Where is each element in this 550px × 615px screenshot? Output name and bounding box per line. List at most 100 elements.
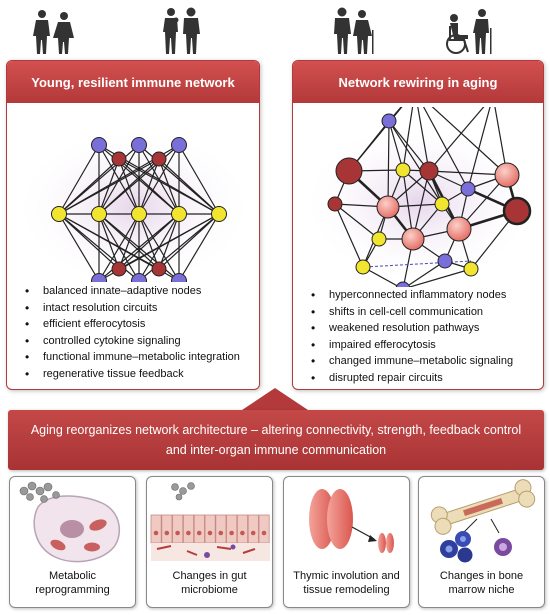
metabolic-card: Metabolic reprogramming [9, 476, 136, 608]
network-edge [388, 120, 404, 171]
network-node [131, 273, 147, 282]
epithelial-cell [258, 514, 270, 544]
network-edge [58, 213, 160, 270]
network-edge [178, 144, 220, 215]
network-edge [362, 266, 401, 287]
list-item: weakened resolution pathways [311, 320, 513, 337]
thymus-icon [309, 489, 394, 553]
list-item: regenerative tissue feedback [25, 366, 240, 383]
epithelial-cell [161, 514, 173, 544]
card-label-line: Metabolic [48, 570, 97, 582]
network-node [211, 206, 227, 222]
adult-family-icon [163, 7, 200, 54]
cell-nucleus [218, 530, 224, 536]
epithelial-cell [193, 514, 205, 544]
network-edge [58, 158, 120, 215]
list-item: impaired efferocytosis [311, 337, 513, 354]
network-node [395, 162, 411, 178]
list-item: efficient efferocytosis [25, 316, 240, 333]
network-edge [334, 203, 380, 240]
network-node [335, 157, 363, 185]
network-edge [402, 107, 414, 171]
cell-nucleus [186, 530, 191, 536]
network-node [419, 161, 439, 181]
list-item: disrupted repair circuits [311, 370, 513, 387]
network-edge [412, 170, 430, 240]
network-node [171, 137, 187, 153]
up-arrow-icon [239, 388, 311, 412]
epithelial-cell [215, 514, 227, 544]
young-people-icon [33, 10, 74, 54]
network-edge [158, 158, 180, 215]
cell-nucleus [207, 530, 213, 536]
card-label-line: Changes in bone [439, 570, 524, 582]
card-label-line: marrow niche [448, 584, 515, 596]
network-node [463, 261, 479, 277]
panel-title: Network rewiring in aging [293, 61, 543, 103]
list-item: functional immune–metabolic integration [25, 349, 240, 366]
network-edge [494, 107, 508, 176]
network-edge [58, 213, 100, 282]
network-edge [404, 260, 446, 287]
network-edge [178, 213, 220, 282]
network-node [51, 206, 67, 222]
cell-nucleus [250, 530, 256, 536]
network-node [371, 231, 387, 247]
network-edge [158, 158, 220, 215]
network-node [171, 273, 187, 282]
gut-tissue-icon [150, 482, 270, 561]
list-item: balanced innate–adaptive nodes [25, 283, 240, 300]
metabolic-cell-icon [19, 481, 121, 563]
cell-nucleus [261, 530, 267, 536]
network-edge [98, 213, 160, 270]
bone-marrow-card: Changes in bone marrow niche [418, 476, 545, 608]
network-edge [158, 213, 220, 270]
aging-network-diagram [301, 107, 537, 287]
network-edge [417, 107, 430, 172]
card-label-line: Changes in gut [172, 570, 247, 582]
epithelial-cell [150, 514, 162, 544]
list-item: controlled cytokine signaling [25, 333, 240, 350]
network-edge [402, 169, 414, 240]
network-edge [334, 203, 364, 268]
cell-nucleus [240, 530, 245, 536]
epithelial-cell [172, 514, 184, 544]
network-node [131, 206, 147, 222]
gut-microbiome-card: Changes in gut microbiome [146, 476, 273, 608]
network-edge [422, 107, 469, 190]
network-edge [98, 158, 160, 215]
young-network-diagram [14, 127, 254, 282]
list-item: shifts in cell-cell communication [311, 304, 513, 321]
network-edge [388, 120, 443, 205]
epithelial-cell [247, 514, 259, 544]
bone-marrow-icon [430, 479, 536, 563]
network-edge [58, 158, 160, 215]
network-node [395, 281, 411, 287]
panel-title: Young, resilient immune network [7, 61, 259, 103]
elderly-wheelchair-icon [446, 9, 492, 54]
epithelial-cell [237, 514, 249, 544]
card-label-line: tissue remodeling [303, 584, 390, 596]
cell-nucleus [196, 530, 202, 536]
network-node [131, 137, 147, 153]
network-node [460, 181, 476, 197]
network-node [111, 261, 127, 277]
cell-nucleus [229, 530, 234, 536]
list-item: hyperconnected inflammatory nodes [311, 287, 513, 304]
network-edge [138, 144, 180, 215]
network-edge [138, 158, 160, 215]
network-node [171, 206, 187, 222]
network-edge [138, 213, 160, 270]
network-node [355, 259, 371, 275]
network-node [502, 196, 532, 226]
network-node [151, 261, 167, 277]
summary-banner: Aging reorganizes network architecture –… [8, 410, 544, 470]
network-node [376, 195, 400, 219]
list-item: intact resolution circuits [25, 300, 240, 317]
card-label-line: reprogramming [35, 584, 110, 596]
network-edge [58, 144, 100, 215]
network-node [91, 206, 107, 222]
card-label-line: Thymic involution and [293, 570, 400, 582]
network-node [327, 196, 343, 212]
epithelial-cell [226, 514, 238, 544]
